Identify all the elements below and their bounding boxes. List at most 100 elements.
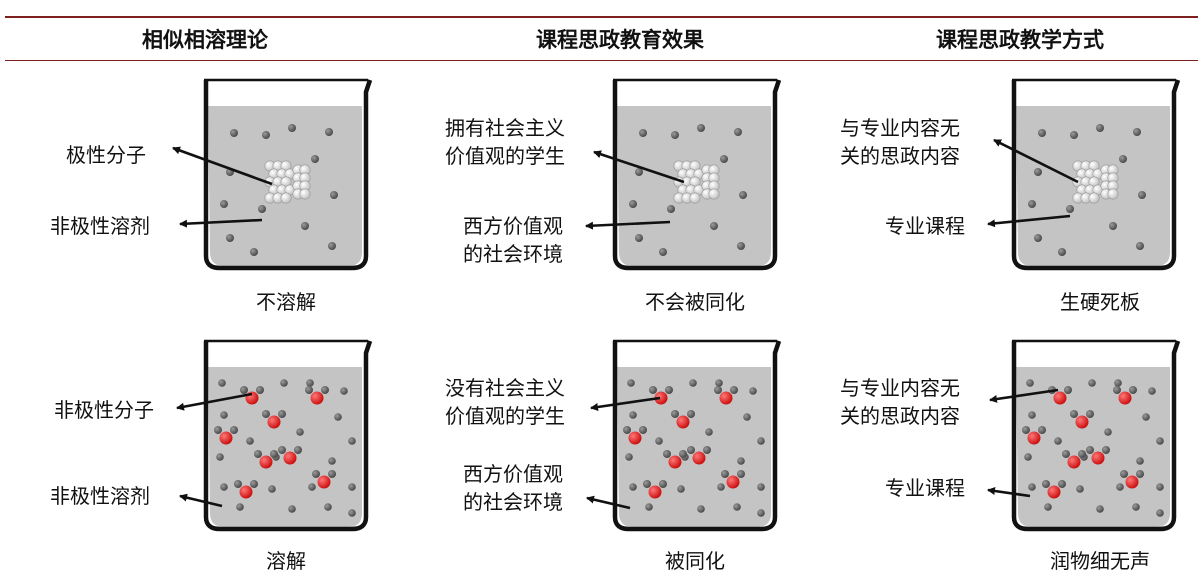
caption-dissolved: 溶解 [266, 549, 306, 573]
beaker-outline [1011, 79, 1181, 271]
solvent-molecule [1116, 483, 1124, 491]
solvent-molecule [1156, 509, 1164, 517]
label-professional-course-2: 专业课程 [885, 476, 965, 500]
label-socialist-students-line2: 价值观的学生 [445, 144, 565, 168]
solvent-molecule [1028, 411, 1036, 419]
solvent-molecule [236, 503, 244, 511]
solvent-molecule [1132, 503, 1140, 511]
solvent-molecule [340, 387, 348, 395]
nonpolar-solute-molecule [305, 386, 329, 405]
solvent-molecule [1054, 437, 1062, 445]
solvent-molecule [697, 124, 705, 132]
solvent-molecule [1058, 248, 1066, 256]
label-unrelated-content-2-line1: 与专业内容无 [840, 376, 960, 400]
solvent-molecule [629, 200, 637, 208]
nonpolar-solute-molecule [234, 480, 258, 499]
nonpolar-solute-molecule [254, 450, 278, 469]
nonpolar-solute-molecule [262, 410, 286, 429]
solvent-molecule [230, 129, 238, 137]
caption-assimilated: 被同化 [665, 549, 725, 573]
solvent-molecule [1088, 379, 1096, 387]
nonpolar-solute-molecule [721, 470, 745, 489]
solvent-molecule [710, 222, 718, 230]
solvent-molecule [1104, 428, 1112, 436]
nonpolar-solute-molecule [671, 410, 695, 429]
caption-subtle: 润物细无声 [1050, 549, 1150, 573]
label-professional-course: 专业课程 [885, 214, 965, 238]
nonpolar-solute-molecule [663, 450, 687, 469]
nonpolar-solute-molecule [1062, 450, 1086, 469]
label-western-environment-line2: 的社会环境 [463, 242, 563, 266]
solvent-molecule [1119, 155, 1127, 163]
solvent-molecule [743, 413, 751, 421]
liquid [1016, 367, 1170, 527]
solvent-molecule [697, 505, 705, 513]
solvent-molecule [250, 248, 258, 256]
beaker-1 [203, 78, 373, 271]
solvent-molecule [328, 457, 336, 465]
beaker-4 [203, 339, 373, 532]
label-non-socialist-students-line1: 没有社会主义 [445, 376, 565, 400]
solvent-molecule [328, 242, 336, 250]
solvent-molecule [689, 379, 697, 387]
solvent-molecule [739, 191, 747, 199]
solvent-molecule [348, 509, 356, 517]
solvent-molecule [720, 155, 728, 163]
solvent-molecule [737, 242, 745, 250]
nonpolar-solute-molecule [1070, 410, 1094, 429]
nonpolar-solute-molecule [312, 470, 336, 489]
solvent-molecule [1070, 131, 1078, 139]
solvent-molecule [325, 128, 333, 136]
label-unrelated-content-line1: 与专业内容无 [840, 116, 960, 140]
nonpolar-solute-molecule [214, 426, 238, 445]
solvent-molecule [757, 437, 765, 445]
solvent-molecule [1044, 503, 1052, 511]
solvent-molecule [1114, 379, 1122, 387]
label-unrelated-content-line2: 关的思政内容 [840, 144, 960, 168]
caption-insoluble: 不溶解 [256, 290, 316, 314]
solvent-molecule [1028, 200, 1036, 208]
solvent-molecule [635, 234, 643, 242]
nonpolar-solute-molecule [1113, 386, 1137, 405]
label-nonpolar-solvent: 非极性溶剂 [50, 214, 150, 238]
label-polar-molecule: 极性分子 [66, 143, 146, 167]
solvent-molecule [216, 453, 224, 461]
solvent-molecule [1066, 205, 1074, 213]
solvent-molecule [262, 131, 270, 139]
liquid [208, 367, 362, 527]
header-similar-dissolves-theory: 相似相溶理论 [142, 28, 268, 52]
beaker-outline [203, 79, 373, 271]
solvent-molecule [737, 457, 745, 465]
polar-molecule-cluster [264, 160, 311, 204]
nonpolar-solute-molecule [1120, 470, 1144, 489]
solvent-molecule [659, 248, 667, 256]
solvent-molecule [655, 437, 663, 445]
label-non-socialist-students-line2: 价值观的学生 [445, 404, 565, 428]
beaker-outline [612, 79, 782, 271]
solvent-molecule [627, 379, 635, 387]
solvent-molecule [717, 483, 725, 491]
liquid [617, 367, 771, 527]
label-western-environment-line1: 西方价值观 [463, 214, 563, 238]
solvent-molecule [1034, 234, 1042, 242]
solvent-molecule [749, 387, 757, 395]
solvent-molecule [308, 483, 316, 491]
polar-molecule-cluster [673, 160, 720, 204]
beaker-5 [612, 339, 782, 532]
solvent-molecule [220, 411, 228, 419]
beaker-outline [1011, 340, 1181, 532]
solvent-molecule [220, 483, 228, 491]
nonpolar-solute-molecule [687, 446, 711, 465]
solvent-molecule [288, 505, 296, 513]
solvent-molecule [226, 168, 234, 176]
solvent-molecule [677, 485, 685, 493]
solvent-molecule [1034, 168, 1042, 176]
solvent-molecule [733, 503, 741, 511]
solvent-molecule [635, 168, 643, 176]
beaker-6 [1011, 339, 1181, 532]
solvent-molecule [330, 191, 338, 199]
top-rule [5, 16, 1198, 18]
header-teaching-method: 课程思政教学方式 [936, 28, 1104, 52]
label-socialist-students-line1: 拥有社会主义 [445, 116, 565, 140]
solvent-molecule [757, 483, 765, 491]
